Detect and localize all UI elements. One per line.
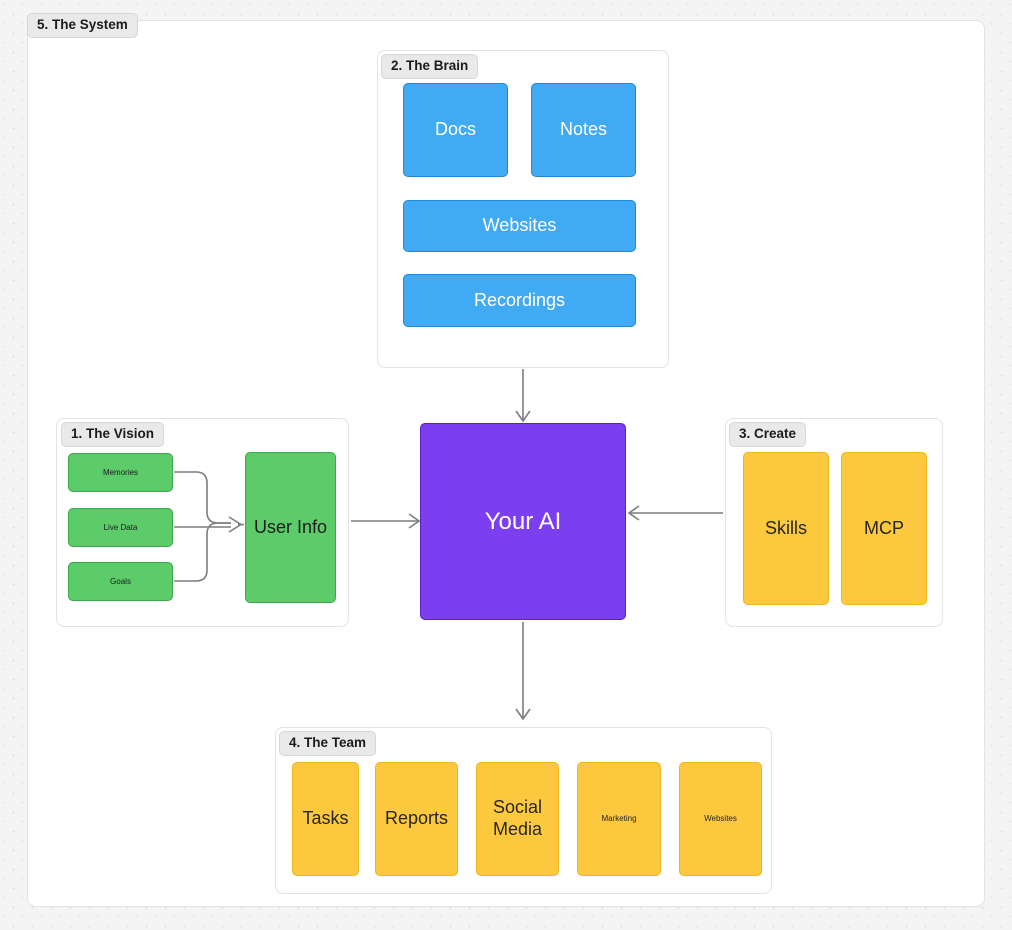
group-label-team[interactable]: 4. The Team [279,731,377,756]
group-label-brain[interactable]: 2. The Brain [381,54,479,79]
node-live-data[interactable]: Live Data [68,508,173,547]
node-mcp[interactable]: MCP [841,452,927,605]
node-tasks[interactable]: Tasks [292,762,359,876]
node-your-ai[interactable]: Your AI [420,423,626,620]
node-websites-team[interactable]: Websites [679,762,762,876]
node-marketing[interactable]: Marketing [577,762,661,876]
node-reports[interactable]: Reports [375,762,458,876]
node-goals[interactable]: Goals [68,562,173,601]
node-user-info[interactable]: User Info [245,452,336,603]
node-websites-brain[interactable]: Websites [403,200,636,252]
node-memories[interactable]: Memories [68,453,173,492]
node-skills[interactable]: Skills [743,452,829,605]
node-recordings[interactable]: Recordings [403,274,636,327]
node-docs[interactable]: Docs [403,83,508,177]
group-label-system[interactable]: 5. The System [27,13,138,38]
node-social-media[interactable]: Social Media [476,762,559,876]
group-label-create[interactable]: 3. Create [729,422,807,447]
group-label-vision[interactable]: 1. The Vision [61,422,165,447]
node-notes[interactable]: Notes [531,83,636,177]
